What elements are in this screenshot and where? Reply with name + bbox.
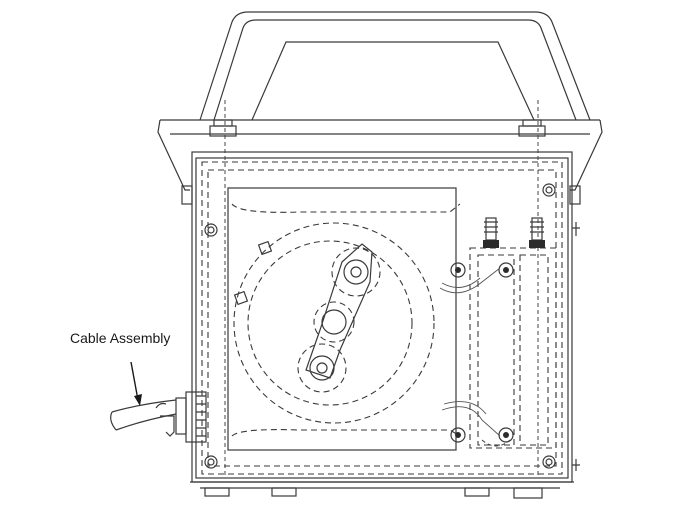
terminal-block bbox=[439, 217, 557, 449]
cable-gland bbox=[110, 391, 207, 443]
callout-label: Cable Assembly bbox=[70, 330, 171, 346]
callout-arrow bbox=[130, 361, 142, 406]
reel bbox=[227, 187, 461, 451]
handle bbox=[160, 11, 600, 478]
